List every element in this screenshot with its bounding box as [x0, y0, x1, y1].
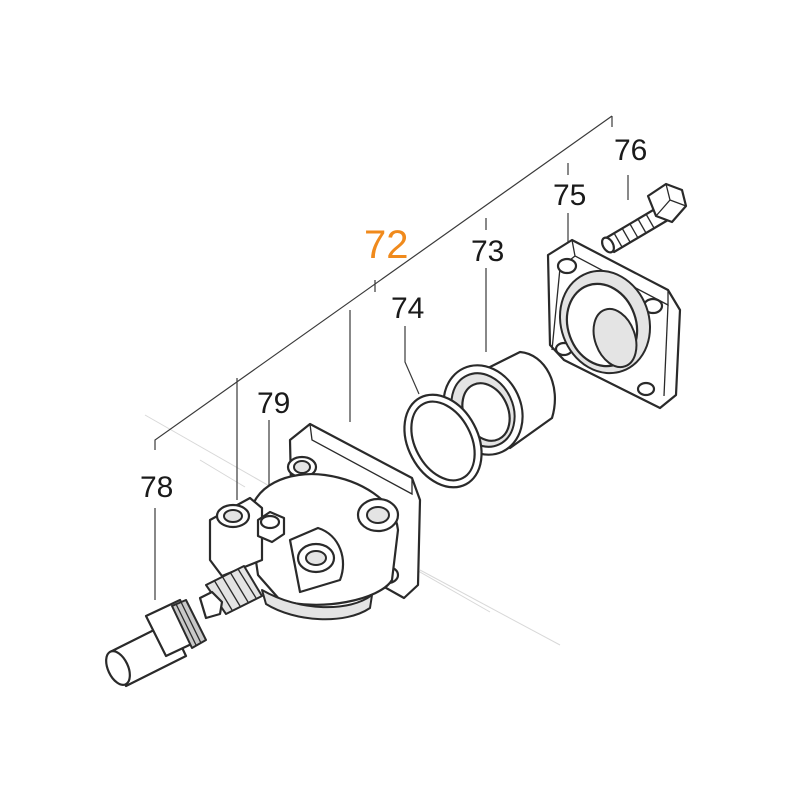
part-label-79: 79 — [257, 387, 290, 420]
part-label-74: 74 — [391, 292, 424, 325]
callout-labels: 72 76 75 73 74 79 78 — [140, 134, 647, 504]
housing-72 — [198, 422, 422, 621]
o-ring-74 — [403, 393, 483, 489]
flange-75 — [546, 238, 682, 410]
bolt-76 — [601, 182, 688, 254]
part-label-73: 73 — [471, 235, 504, 268]
part-label-78: 78 — [140, 471, 173, 504]
cap-78 — [105, 598, 207, 688]
leader-lines — [154, 115, 629, 600]
part-label-76: 76 — [614, 134, 647, 167]
assembly-callout-72: 72 — [364, 223, 409, 267]
part-label-75: 75 — [553, 179, 586, 212]
